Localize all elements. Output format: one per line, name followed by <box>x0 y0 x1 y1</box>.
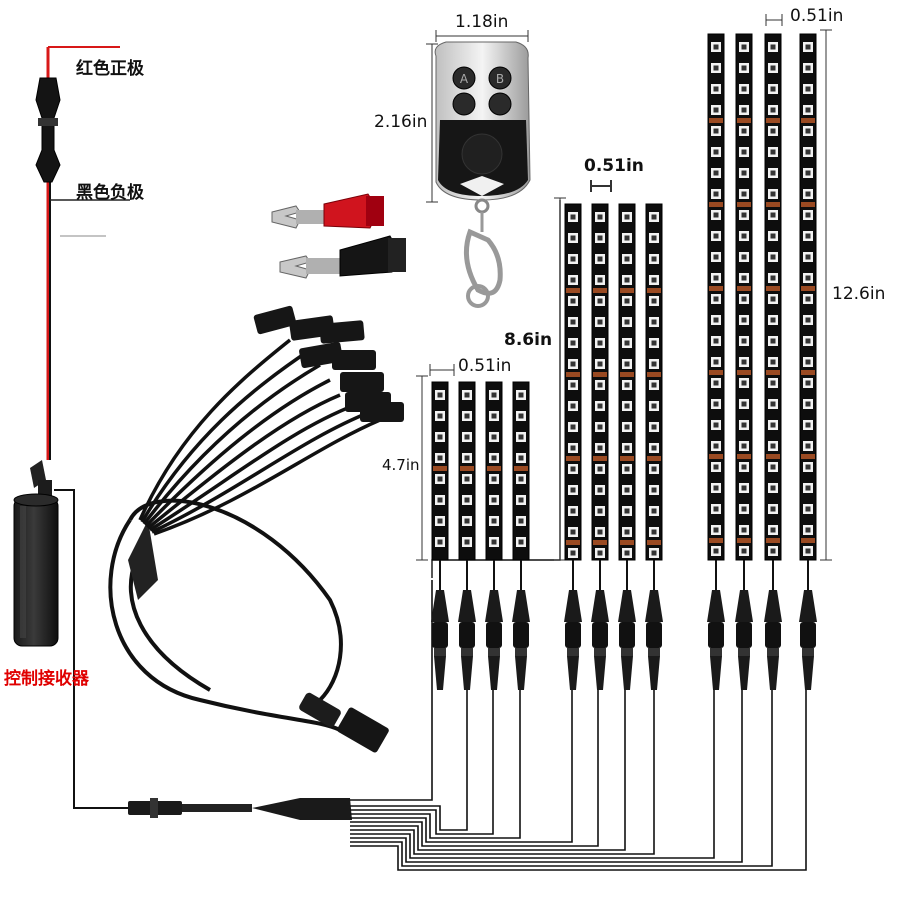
medium-strip-length-label: 8.6in <box>504 330 553 350</box>
short-strip-connector-2 <box>458 560 476 690</box>
medium-strip-1 <box>564 203 582 690</box>
splitter-harness <box>108 305 404 753</box>
red-positive-label: 红色正极 <box>76 59 144 79</box>
short-strip-3 <box>485 381 503 690</box>
medium-strip-2 <box>591 203 609 690</box>
short-strip-1 <box>431 381 449 690</box>
long-strip-width-label: 0.51in <box>790 6 844 26</box>
receiver-output-wire <box>54 489 132 809</box>
control-receiver <box>13 460 59 647</box>
long-strip-connector-3 <box>764 560 782 690</box>
medium-strip-4 <box>645 203 663 690</box>
remote-width-label: 1.18in <box>455 12 509 32</box>
remote-control: A B <box>434 41 531 308</box>
medium-strip-connector-1 <box>564 560 582 690</box>
long-strip-connector-2 <box>735 560 753 690</box>
dimension-lines <box>416 14 832 561</box>
short-strip-4 <box>512 381 530 690</box>
led-strips <box>431 33 817 690</box>
long-strip-2 <box>735 33 753 690</box>
long-strip-3 <box>764 33 782 690</box>
black-negative-label: 黑色负极 <box>76 183 144 203</box>
remote-height-label: 2.16in <box>374 112 428 132</box>
short-strip-2 <box>458 381 476 690</box>
distribution-wires <box>350 200 807 871</box>
remote-button-a-label: A <box>460 72 469 86</box>
short-strip-connector-1 <box>431 560 449 690</box>
medium-strip-3 <box>618 203 636 690</box>
fuse-holder <box>35 77 61 183</box>
medium-strip-connector-2 <box>591 560 609 690</box>
short-strip-connector-3 <box>485 560 503 690</box>
receiver-label: 控制接收器 <box>4 669 89 689</box>
short-strip-connector-4 <box>512 560 530 690</box>
spade-terminal-black <box>279 235 406 279</box>
power-leads <box>46 46 130 460</box>
medium-strip-connector-4 <box>645 560 663 690</box>
medium-strip-width-label: 0.51in <box>584 156 644 176</box>
medium-strip-connector-3 <box>618 560 636 690</box>
long-strip-4 <box>799 33 817 690</box>
spade-terminal-red <box>271 193 384 229</box>
long-strip-length-label: 12.6in <box>832 284 886 304</box>
short-strip-width-label: 0.51in <box>458 356 512 376</box>
remote-button-b-label: B <box>496 72 504 86</box>
remote-buttons <box>452 66 512 116</box>
long-strip-1 <box>707 33 725 690</box>
long-strip-connector-1 <box>707 560 725 690</box>
inline-connector <box>128 798 352 820</box>
long-strip-connector-4 <box>799 560 817 690</box>
short-strip-length-label: 4.7in <box>382 456 420 474</box>
